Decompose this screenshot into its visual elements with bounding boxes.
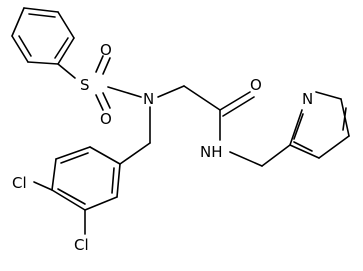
sulfonyl-oxygen-bonds — [95, 55, 111, 111]
bond-cl-upper — [33, 181, 53, 191]
pyridine-ring — [289, 91, 350, 159]
bond-s-n — [107, 86, 142, 98]
sulfur-label: S — [80, 76, 90, 94]
amide-to-pyridine — [229, 144, 291, 167]
chlorine-upper-label: Cl — [12, 174, 27, 192]
nitrogen-sulfonamide-label: N — [143, 90, 154, 108]
benzyl-link — [119, 106, 151, 165]
nitrogen-pyridine-label: N — [302, 90, 313, 108]
chlorine-lower-label: Cl — [74, 236, 89, 254]
oxygen-top-label: O — [100, 41, 112, 59]
phenyl-ring — [11, 7, 75, 65]
oxygen-bottom-label: O — [100, 110, 112, 128]
glycine-chain — [157, 85, 255, 141]
oxygen-carbonyl-label: O — [250, 76, 262, 94]
bond-phenyl-s — [57, 63, 76, 79]
dichlorophenyl-ring — [51, 146, 121, 211]
amide-nh-label: NH — [200, 143, 223, 161]
